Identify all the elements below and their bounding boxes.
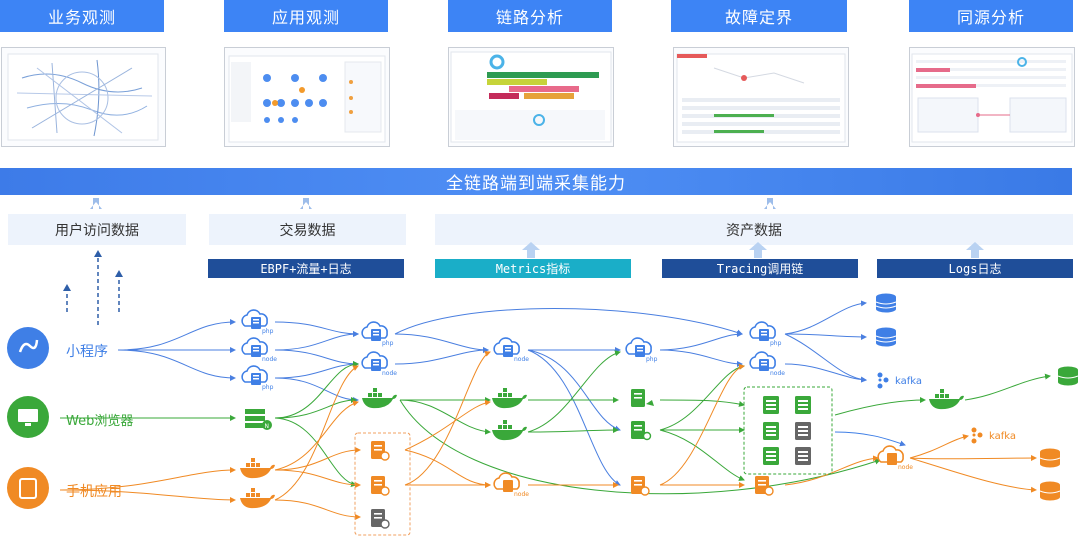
ebpf-traffic-log-bar: EBPF+流量+日志 <box>208 259 404 278</box>
node-cloud-node: node <box>493 337 529 363</box>
green-flow-lines <box>60 350 1051 495</box>
node-cloud-node: node <box>241 337 277 363</box>
svg-text:node: node <box>262 356 277 363</box>
svg-text:php: php <box>646 356 658 363</box>
server-rack-icon <box>763 447 779 465</box>
tab-fault-demarcation[interactable]: 故障定界 <box>671 0 847 32</box>
docker-node <box>492 388 527 409</box>
docker-node <box>240 458 275 479</box>
python-service-node <box>370 508 390 529</box>
php-cloud-node: php <box>625 337 658 363</box>
tracing-bar: Tracing调用链 <box>662 259 858 278</box>
server-rack-icon <box>795 396 811 414</box>
thumbnail-fault-demarcation <box>673 47 849 147</box>
metro-map-graphic <box>7 53 159 141</box>
svg-text:node: node <box>898 464 913 471</box>
node-cloud-node: node <box>877 445 913 471</box>
server-gear-node <box>631 421 652 441</box>
node-cloud-node: node <box>749 351 785 377</box>
orange-flow-lines <box>59 351 1037 520</box>
python-service-node <box>370 440 390 461</box>
svg-text:php: php <box>262 384 274 391</box>
python-service-node <box>630 475 650 496</box>
thumbnail-homologous-analysis <box>909 47 1075 147</box>
php-cloud-node: php <box>749 321 782 347</box>
svg-text:node: node <box>514 356 529 363</box>
tab-business-observation[interactable]: 业务观测 <box>0 0 164 32</box>
blue-flow-lines <box>117 300 867 486</box>
server-rack-icon <box>763 396 779 414</box>
mini-program-icon <box>7 327 49 369</box>
kafka-node: kafka <box>877 372 922 389</box>
web-browser-icon <box>7 396 49 438</box>
server-rack-icon <box>763 422 779 440</box>
tab-trace-analysis[interactable]: 链路分析 <box>448 0 612 32</box>
homologous-analysis-graphic <box>911 53 1073 143</box>
mobile-app-label: 手机应用 <box>66 484 122 500</box>
php-cloud-node: php <box>241 365 274 391</box>
python-service-node <box>370 475 390 496</box>
svg-text:kafka: kafka <box>895 376 922 387</box>
orange-service-group <box>354 432 411 536</box>
server-rack-icon <box>795 422 811 440</box>
tab-application-observation[interactable]: 应用观测 <box>224 0 388 32</box>
kafka-node: kafka <box>971 427 1016 444</box>
transaction-data-box: 交易数据 <box>209 214 406 245</box>
docker-node <box>362 388 397 409</box>
client-dashed-arrows <box>66 256 120 325</box>
php-cloud-node: php <box>241 309 274 335</box>
tomcat-server-node <box>631 389 654 407</box>
thumbnail-business-map <box>1 47 166 147</box>
database-icon <box>1057 366 1079 386</box>
asset-data-box: 资产数据 <box>435 214 1073 245</box>
server-rack-icon <box>795 447 811 465</box>
database-icon <box>875 327 897 347</box>
svg-text:node: node <box>770 370 785 377</box>
trace-analysis-graphic <box>450 51 612 143</box>
metrics-bar: Metrics指标 <box>435 259 631 278</box>
svg-text:php: php <box>382 340 394 347</box>
end-to-end-collection-banner: 全链路端到端采集能力 <box>0 168 1072 195</box>
mini-program-label: 小程序 <box>66 344 108 360</box>
logs-bar: Logs日志 <box>877 259 1073 278</box>
node-cloud-node: node <box>493 472 529 498</box>
thumbnail-application-topology <box>224 47 390 147</box>
app-topology-graphic <box>228 55 386 143</box>
svg-text:kafka: kafka <box>989 431 1016 442</box>
svg-text:node: node <box>514 491 529 498</box>
php-cloud-node: php <box>361 321 394 347</box>
svg-text:N: N <box>265 423 270 430</box>
nginx-node: N <box>245 409 272 430</box>
mobile-app-icon <box>7 467 49 509</box>
svg-text:php: php <box>770 340 782 347</box>
svg-text:node: node <box>382 370 397 377</box>
database-icon <box>1039 448 1061 468</box>
green-server-group <box>743 386 833 475</box>
docker-node <box>240 488 275 509</box>
node-cloud-node: node <box>361 351 397 377</box>
docker-node <box>492 420 527 441</box>
database-icon <box>875 293 897 313</box>
web-browser-label: Web浏览器 <box>66 414 134 429</box>
user-access-data-box: 用户访问数据 <box>8 214 186 245</box>
up-arrows <box>90 198 984 258</box>
thumbnail-trace-analysis <box>448 47 614 147</box>
svg-text:php: php <box>262 328 274 335</box>
fault-demarcation-graphic <box>676 53 846 143</box>
database-icon <box>1039 481 1061 501</box>
tab-homologous-analysis[interactable]: 同源分析 <box>909 0 1073 32</box>
docker-node <box>929 389 964 410</box>
